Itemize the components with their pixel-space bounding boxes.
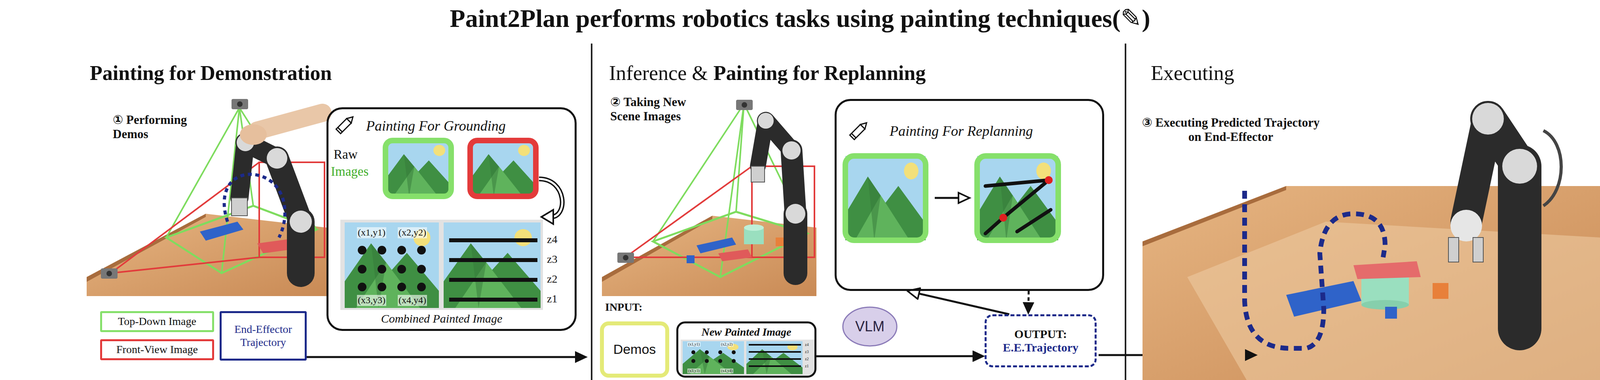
ellipse-shape — [842, 307, 897, 346]
label-text: (x2,y2) — [397, 227, 428, 239]
label-box: End-Effector Trajectory — [219, 311, 307, 361]
section-heading: Executing — [1150, 61, 1235, 86]
arrowhead — [1023, 302, 1035, 315]
label-text: z4 — [804, 342, 809, 348]
label-text: ② Taking New Scene Images — [610, 94, 708, 124]
label-text: Combined Painted Image — [381, 311, 503, 326]
node-subtext: E.E.Trajectory — [1002, 340, 1079, 355]
label-box: Front-View Image — [100, 339, 215, 361]
connector — [1023, 290, 1035, 315]
label-text: (x3,y3) — [687, 368, 701, 374]
arrowhead — [575, 351, 588, 363]
label-box: Top-Down Image — [100, 311, 215, 333]
panel-box: Painting For Replanning — [834, 98, 1105, 291]
label-text: (x4,y4) — [397, 294, 428, 306]
node-text: Painting For Replanning — [889, 123, 1099, 140]
node-text: Painting For Grounding — [366, 117, 571, 135]
label-text: (x2,y2) — [720, 341, 734, 347]
flow-arrow — [306, 356, 576, 359]
node-text: New Painted Image — [678, 325, 815, 339]
node-text: Demos — [613, 341, 657, 357]
label-text: z1 — [546, 292, 558, 306]
label-text: z2 — [546, 272, 558, 286]
execution-photo — [1142, 102, 1600, 380]
label-text: z3 — [804, 349, 809, 355]
node-text: VLM — [855, 318, 885, 335]
label-text: ③ Executing Predicted Trajectory on End-… — [1141, 115, 1320, 144]
arrowhead — [1245, 349, 1258, 361]
section-heading: Painting for Replanning — [713, 61, 926, 86]
node-text: Top-Down Image — [117, 315, 197, 328]
node-text: Front-View Image — [116, 343, 198, 356]
label-box: OUTPUT:E.E.Trajectory — [984, 314, 1097, 368]
label-text: Raw — [333, 147, 358, 163]
connector-line — [916, 292, 1010, 315]
scene-photo — [601, 99, 817, 297]
label-text: (x4,y4) — [720, 368, 734, 374]
section-heading: Inference & — [609, 61, 708, 86]
connector — [907, 288, 1010, 315]
label-text: (x1,y1) — [687, 341, 701, 347]
label-box: Demos — [599, 321, 670, 378]
label-text: z1 — [804, 363, 809, 369]
label-text: z2 — [804, 356, 809, 362]
label-text: (x1,y1) — [356, 227, 387, 239]
demo-photo — [86, 98, 327, 297]
label-text: Images — [330, 164, 369, 180]
arrowhead — [972, 350, 985, 362]
label-text: (x3,y3) — [356, 294, 387, 306]
divider — [1124, 43, 1127, 380]
connector-line — [816, 354, 976, 357]
connector — [816, 350, 985, 362]
section-heading: Painting for Demonstration — [89, 61, 332, 86]
ellipse-node: VLM — [841, 305, 898, 348]
label-text: INPUT: — [605, 300, 643, 314]
diagram-title: Paint2Plan performs robotics tasks using… — [0, 3, 1600, 34]
node-text: OUTPUT: — [1014, 327, 1067, 342]
node-text: End-Effector Trajectory — [224, 322, 302, 349]
label-text: z3 — [546, 252, 558, 266]
grounding-pictures — [335, 114, 562, 310]
divider — [590, 43, 593, 380]
label-text: ① Performing Demos — [112, 112, 206, 141]
mini-painted-image — [680, 339, 815, 376]
label-text: z4 — [546, 233, 558, 246]
